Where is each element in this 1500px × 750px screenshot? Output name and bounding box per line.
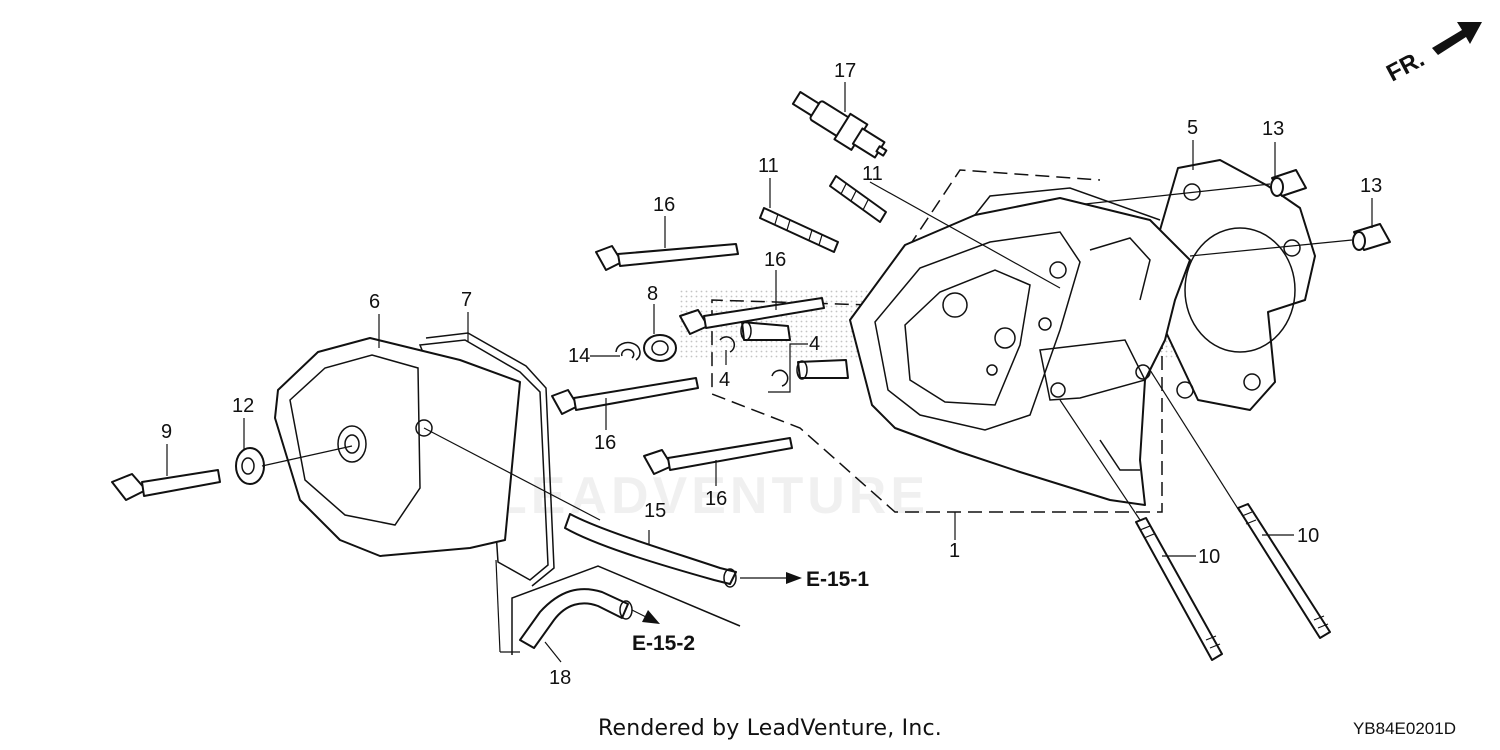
callout-18: 18 — [549, 667, 571, 689]
clip-14 — [615, 341, 641, 361]
breather-tube-15 — [564, 513, 737, 588]
bolt-16-lower-left — [551, 377, 699, 415]
callout-13-upper: 13 — [1262, 118, 1284, 140]
reference-label-e-15-1: E-15-1 — [806, 568, 869, 591]
bolt-16-upper — [595, 243, 739, 271]
callout-6: 6 — [369, 291, 380, 313]
callout-9: 9 — [161, 421, 172, 443]
reference-arrow-e-15-2: E-15-2 — [631, 609, 695, 655]
bolt-9 — [111, 469, 221, 501]
leader-lines — [166, 82, 1373, 663]
diagram-code: YB84E0201D — [1352, 719, 1456, 738]
breather-tube-18 — [519, 588, 633, 649]
stud-11-left — [759, 207, 839, 253]
callout-15: 15 — [644, 500, 666, 522]
head-cover — [274, 337, 521, 557]
callout-14: 14 — [568, 345, 590, 367]
front-direction-arrow: FR. — [1382, 22, 1482, 87]
callout-7: 7 — [461, 289, 472, 311]
grommet-8 — [643, 334, 677, 362]
stud-11-right — [829, 175, 887, 223]
callout-labels: 17 11 11 16 16 8 14 4 4 16 16 6 7 12 9 1… — [161, 60, 1382, 689]
footer-credit: Rendered by LeadVenture, Inc. — [598, 716, 942, 741]
watermark-text: LEADVENTURE — [495, 467, 929, 525]
callout-11-right: 11 — [862, 163, 883, 185]
assembly-boundary — [711, 169, 1163, 513]
pin-4-upper — [719, 321, 791, 353]
bolt-16-lower-right — [643, 437, 793, 475]
front-direction-label: FR. — [1382, 45, 1429, 87]
callout-13-lower: 13 — [1360, 175, 1382, 197]
spark-plug — [791, 91, 888, 159]
callout-10-right: 10 — [1297, 525, 1319, 547]
stud-10-right — [1237, 503, 1331, 639]
callout-16-lower-right: 16 — [705, 488, 727, 510]
dowel-pin-upper — [1270, 169, 1307, 197]
reference-label-e-15-2: E-15-2 — [632, 632, 695, 655]
sealing-washer-12 — [235, 447, 265, 485]
reference-arrow-e-15-1: E-15-1 — [740, 568, 869, 591]
callout-17: 17 — [834, 60, 856, 82]
callout-5: 5 — [1187, 117, 1198, 139]
head-gasket — [1159, 159, 1316, 411]
cylinder-head — [849, 187, 1191, 506]
callout-16-upper: 16 — [653, 194, 675, 216]
stud-10-left — [1135, 517, 1223, 661]
bolt-16-middle — [679, 297, 825, 335]
tube-bracket-line — [511, 565, 741, 655]
callout-1: 1 — [949, 540, 960, 562]
callout-16-middle: 16 — [764, 249, 786, 271]
pin-4-lower — [771, 359, 849, 387]
callout-4-right: 4 — [809, 333, 820, 355]
callout-11-left: 11 — [758, 155, 779, 177]
callout-4-left: 4 — [719, 369, 730, 391]
callout-8: 8 — [647, 283, 658, 305]
callout-10-left: 10 — [1198, 546, 1220, 568]
callout-16-lower-left: 16 — [594, 432, 616, 454]
dowel-pin-lower — [1352, 223, 1391, 251]
callout-12: 12 — [232, 395, 254, 417]
